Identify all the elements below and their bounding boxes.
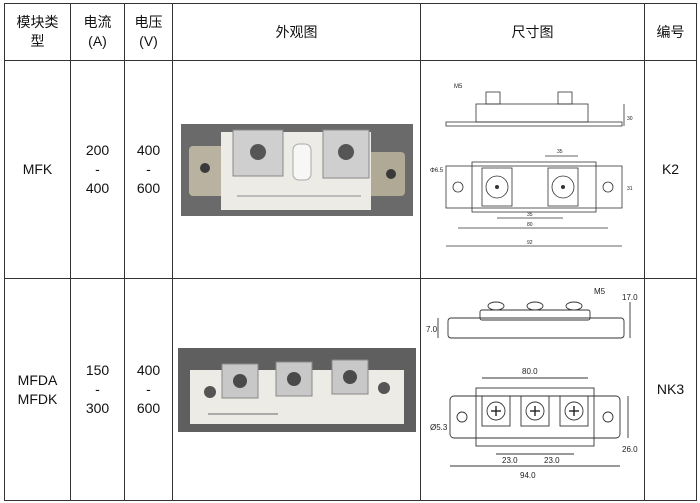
- dim-hole-label: Φ6.5: [430, 168, 444, 174]
- dim-overall-label: 94.0: [520, 471, 536, 480]
- dimension-drawing-mfda: M5 7.0 17.0 80.0 26.0 Ø5.3 23.0 23.0 94.…: [420, 278, 645, 501]
- dim-inner-label: 80.0: [522, 367, 538, 376]
- header-row: 模块类型 电流 (A) 电压 (V) 外观图 尺寸图 编号: [4, 3, 697, 61]
- table-row: MFDA MFDK 150 - 300 400 - 600: [4, 278, 697, 501]
- spec-table: 模块类型 电流 (A) 电压 (V) 外观图 尺寸图 编号 MFK 200 - …: [4, 3, 697, 501]
- dim-height-label: 26.0: [622, 445, 638, 454]
- dim-pitch-a-label: 23.0: [502, 456, 518, 465]
- code-cell: K2: [644, 60, 697, 279]
- appearance-photo-mfk: [172, 60, 421, 279]
- dim-w1-label: 35: [557, 149, 563, 155]
- module-cell: MFDA MFDK: [4, 278, 71, 501]
- header-voltage: 电压 (V): [124, 3, 173, 61]
- dim-hole-label: Ø5.3: [430, 423, 448, 432]
- module-photo-mfk: [180, 123, 413, 216]
- dim-h1-label: 30: [627, 116, 633, 122]
- dim-h2-label: 31: [627, 186, 633, 192]
- dim-m-label: M5: [594, 287, 606, 296]
- header-dimensions: 尺寸图: [420, 3, 645, 61]
- dim-w3-label: 80: [527, 222, 533, 228]
- dimension-drawing-mfk: M5 Φ6.5 35 35 80 92 30 31: [420, 60, 645, 279]
- drawing-mfk: M5 Φ6.5 35 35 80 92 30 31: [430, 84, 633, 246]
- appearance-photo-mfda: [172, 278, 421, 501]
- dim-side-left-label: 7.0: [426, 325, 438, 334]
- voltage-cell: 400 - 600: [124, 60, 173, 279]
- header-module-type: 模块类型: [4, 3, 71, 61]
- current-cell: 150 - 300: [70, 278, 125, 501]
- current-cell: 200 - 400: [70, 60, 125, 279]
- dim-side-right-label: 17.0: [622, 293, 638, 302]
- dim-w4-label: 92: [527, 240, 533, 246]
- dim-pitch-b-label: 23.0: [544, 456, 560, 465]
- voltage-cell: 400 - 600: [124, 278, 173, 501]
- table-row: MFK 200 - 400 400 - 600: [4, 60, 697, 279]
- header-appearance: 外观图: [172, 3, 421, 61]
- module-photo-mfda: [177, 347, 416, 432]
- dim-m-label: M5: [454, 84, 463, 90]
- header-current: 电流 (A): [70, 3, 125, 61]
- dim-w2-label: 35: [527, 212, 533, 218]
- header-code: 编号: [644, 3, 697, 61]
- drawing-mfda: M5 7.0 17.0 80.0 26.0 Ø5.3 23.0 23.0 94.…: [426, 287, 638, 480]
- code-cell: NK3: [644, 278, 697, 501]
- module-cell: MFK: [4, 60, 71, 279]
